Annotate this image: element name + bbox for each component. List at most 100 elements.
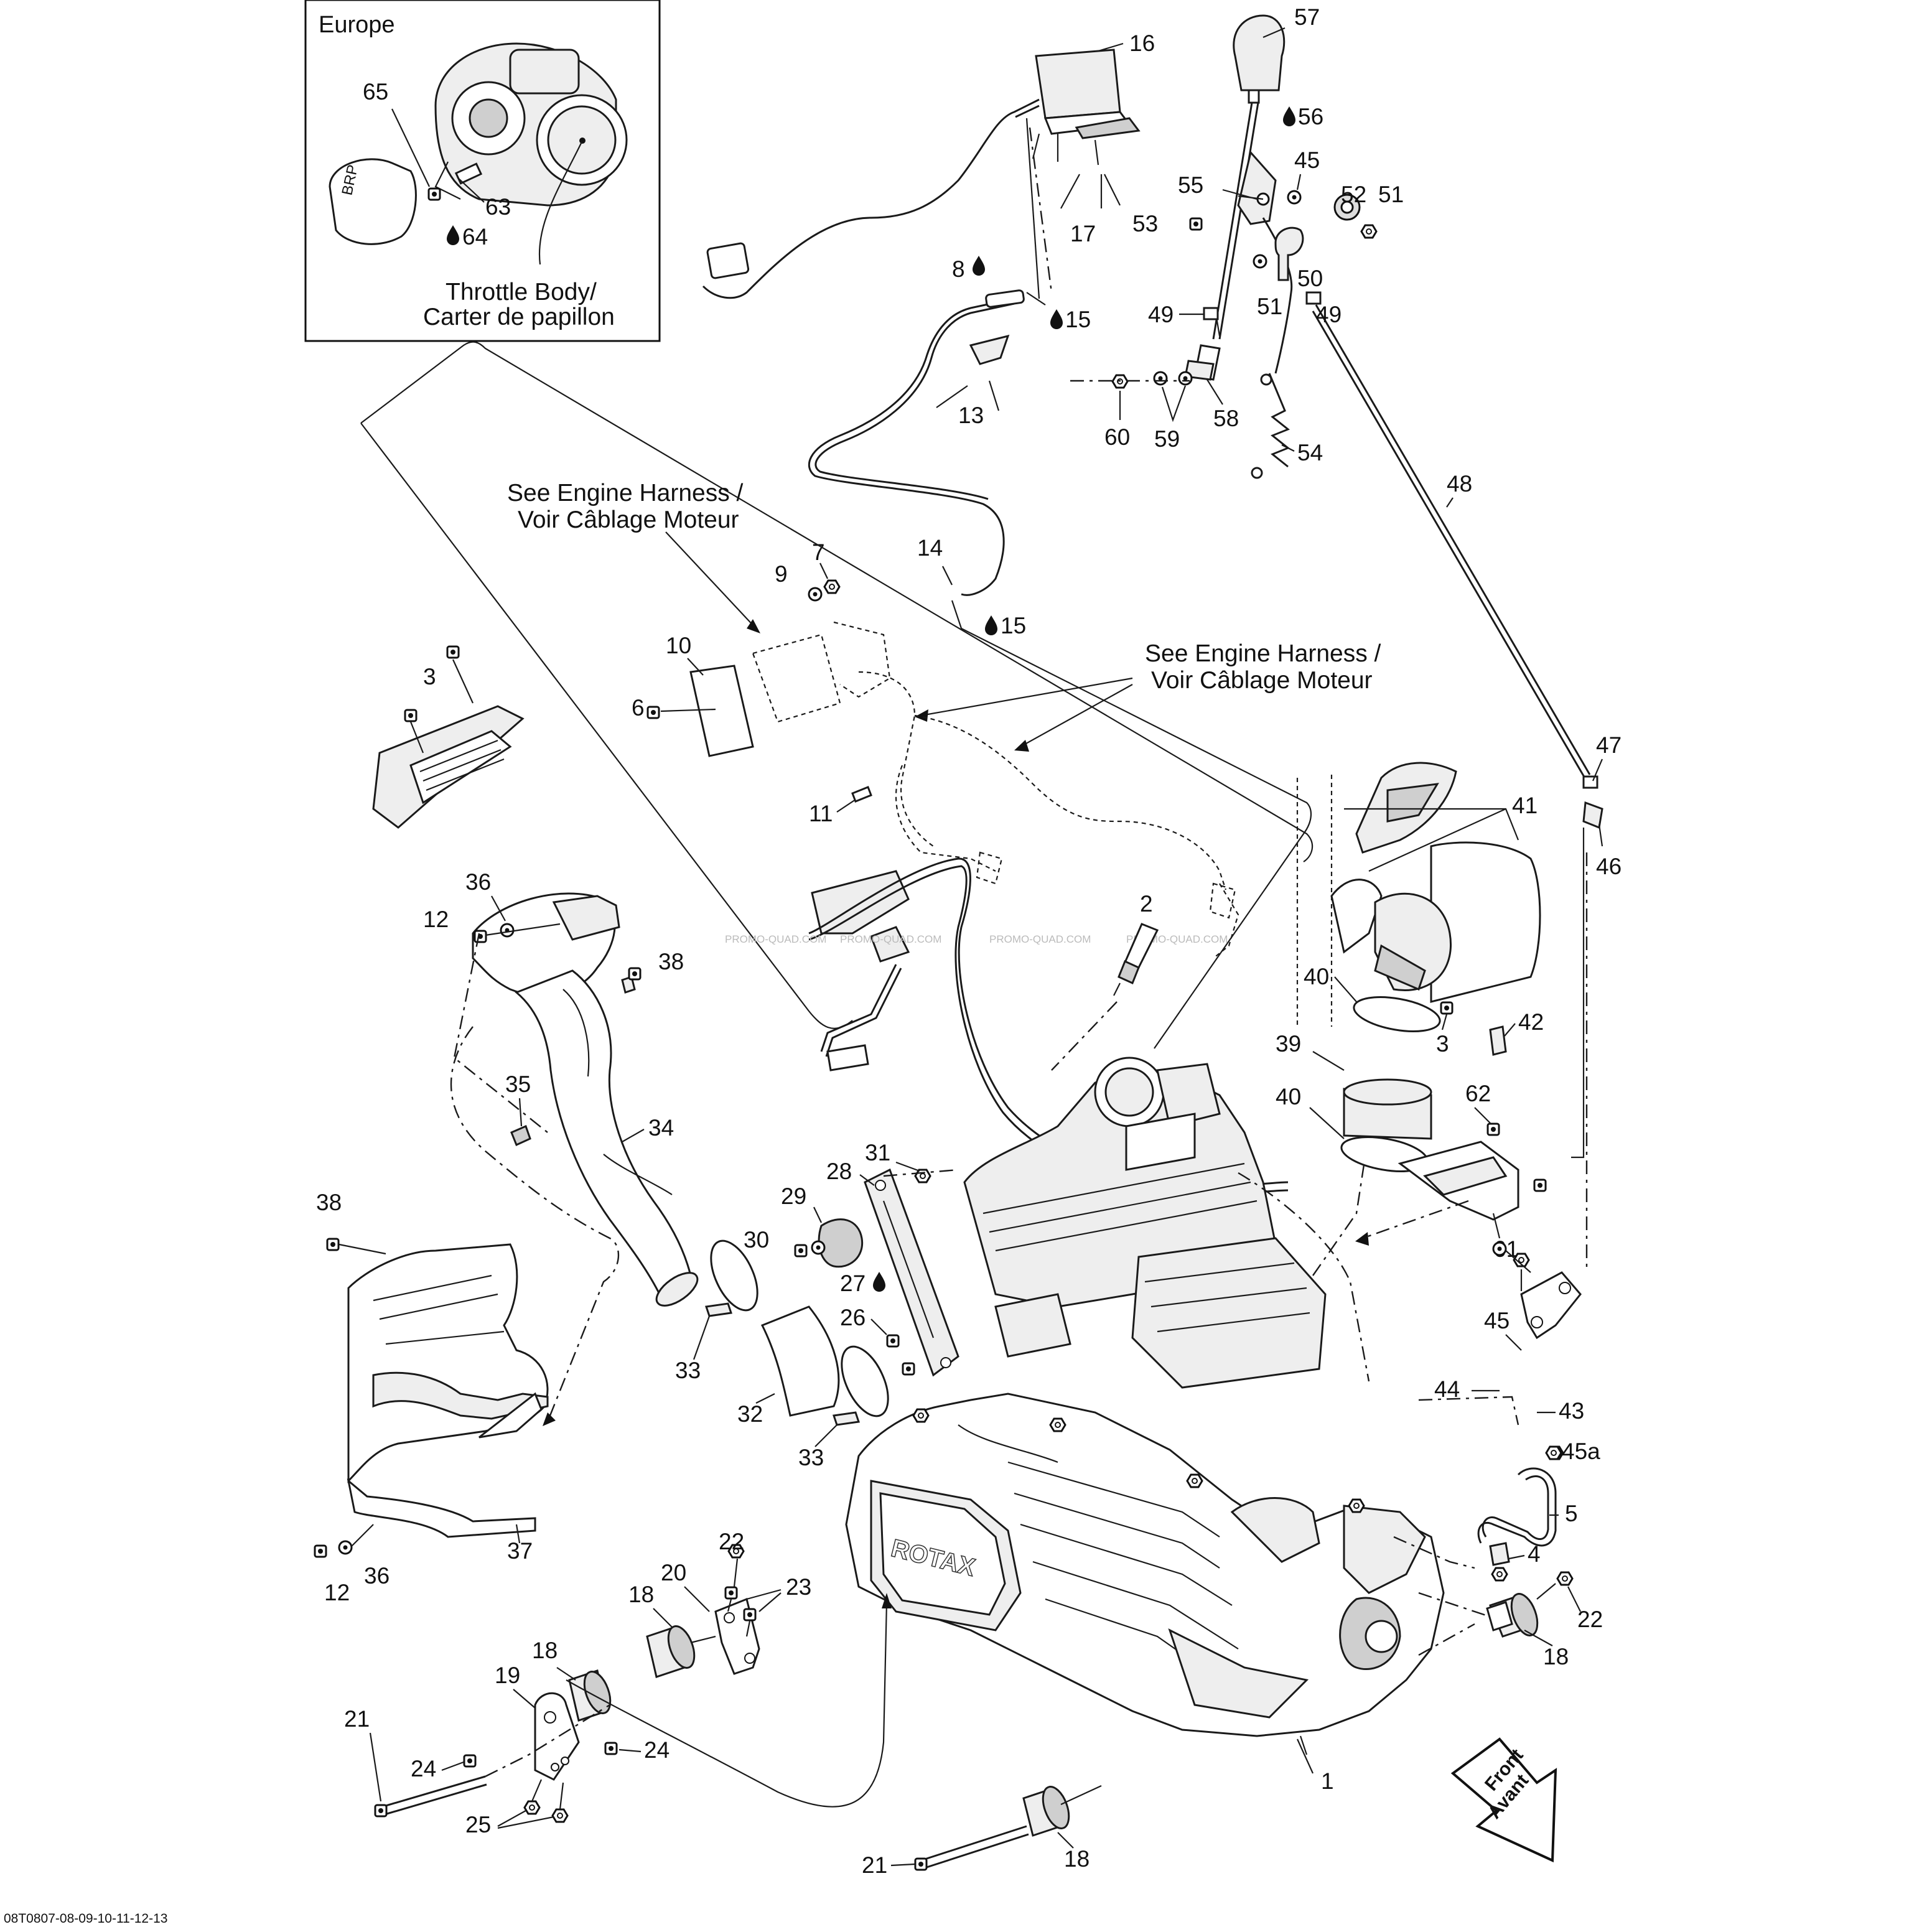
throttle-lever-group: 16 17 8 15 13 14 15 xyxy=(702,30,1312,1049)
spark-plug: 2 xyxy=(1051,891,1159,1071)
harness-note-2-line1: See Engine Harness / xyxy=(1145,640,1381,667)
callout-3a: 3 xyxy=(423,664,436,689)
callout-17: 17 xyxy=(1070,221,1096,246)
callout-1: 1 xyxy=(1321,1768,1334,1794)
callout-24a: 24 xyxy=(411,1756,436,1781)
callout-49b: 49 xyxy=(1316,302,1342,327)
callout-18b: 18 xyxy=(628,1582,654,1607)
callout-12a: 12 xyxy=(423,907,449,932)
callout-38a: 38 xyxy=(658,949,684,974)
callout-26: 26 xyxy=(840,1305,866,1330)
callout-36b: 36 xyxy=(364,1563,390,1589)
callout-28: 28 xyxy=(826,1159,852,1184)
callout-56: 56 xyxy=(1298,104,1323,129)
inset-caption-1: Throttle Body/ xyxy=(446,279,597,306)
callout-36a: 36 xyxy=(465,869,491,895)
shift-lever-group: 57 56 45 55 52 51 53 50 51 49 49 58 59 6… xyxy=(1070,4,1622,1269)
callout-16: 16 xyxy=(1129,30,1155,56)
callout-53: 53 xyxy=(1132,211,1158,236)
engine-block: ROTAX 1 xyxy=(845,1057,1519,1794)
shift-bracket-group: 45 44 43 45a 5 4 xyxy=(1434,1241,1600,1582)
callout-4: 4 xyxy=(1528,1541,1541,1567)
europe-inset: Europe BRP 65 63 64 Throttle Body/ Carte… xyxy=(304,0,661,342)
harness-notes: See Engine Harness / Voir Câblage Moteur… xyxy=(507,480,1381,752)
callout-39: 39 xyxy=(1276,1031,1301,1057)
callout-45a: 45 xyxy=(1294,147,1320,173)
callout-33a: 33 xyxy=(675,1358,701,1383)
callout-46: 46 xyxy=(1596,854,1622,879)
footer-code: 08T0807-08-09-10-11-12-13 xyxy=(4,1911,167,1926)
harness-note-1-line1: See Engine Harness / xyxy=(507,480,744,506)
callout-35: 35 xyxy=(505,1071,531,1097)
harness-note-2-line2: Voir Câblage Moteur xyxy=(1151,667,1373,694)
callout-18d: 18 xyxy=(1064,1846,1090,1872)
callout-21b: 21 xyxy=(862,1852,887,1878)
callout-2: 2 xyxy=(1140,891,1153,917)
callout-15a: 15 xyxy=(1065,307,1091,332)
harness-note-1-line2: Voir Câblage Moteur xyxy=(518,506,739,533)
callout-8: 8 xyxy=(952,256,965,282)
callout-20: 20 xyxy=(661,1560,686,1585)
callout-43: 43 xyxy=(1559,1398,1584,1424)
callout-41: 41 xyxy=(1512,793,1538,818)
callout-29: 29 xyxy=(781,1183,806,1209)
right-mount: 22 18 xyxy=(1486,1571,1603,1669)
callout-48: 48 xyxy=(1447,471,1472,497)
callout-58: 58 xyxy=(1213,406,1239,431)
callout-51b: 51 xyxy=(1257,294,1282,319)
callout-60: 60 xyxy=(1104,424,1130,450)
callout-14: 14 xyxy=(917,535,943,561)
callout-49a: 49 xyxy=(1148,302,1174,327)
callout-34: 34 xyxy=(648,1115,674,1141)
mount-bracket-group: 28 31 29 30 27 26 xyxy=(744,1140,959,1377)
airbox-group: 41 40 3 42 39 40 62 61 xyxy=(1276,762,1547,1262)
callout-47: 47 xyxy=(1596,732,1622,758)
callout-45b: 45 xyxy=(1484,1308,1510,1333)
callout-5: 5 xyxy=(1565,1501,1578,1526)
callout-7: 7 xyxy=(812,539,825,565)
callout-6: 6 xyxy=(632,695,645,721)
callout-13: 13 xyxy=(958,403,984,428)
left-mounts: 22 20 23 18 18 19 21 24 24 25 18 21 xyxy=(344,1529,1102,1878)
callout-23: 23 xyxy=(786,1574,811,1600)
callout-19: 19 xyxy=(495,1663,520,1688)
callout-40b: 40 xyxy=(1276,1084,1301,1109)
callout-54: 54 xyxy=(1297,440,1323,465)
callout-44: 44 xyxy=(1434,1376,1460,1402)
callout-12b: 12 xyxy=(324,1580,350,1605)
callout-22a: 22 xyxy=(1577,1607,1603,1632)
callout-15b: 15 xyxy=(1001,613,1026,638)
callout-64: 64 xyxy=(462,224,488,250)
callout-31: 31 xyxy=(865,1140,890,1165)
callout-40a: 40 xyxy=(1304,964,1329,989)
callout-57: 57 xyxy=(1294,4,1320,30)
callout-18a: 18 xyxy=(1543,1644,1569,1669)
callout-3b: 3 xyxy=(1436,1031,1449,1057)
callout-9: 9 xyxy=(775,561,788,587)
inset-title: Europe xyxy=(319,12,395,38)
callout-38b: 38 xyxy=(316,1190,342,1215)
callout-22b: 22 xyxy=(719,1529,744,1554)
callout-18c: 18 xyxy=(532,1638,558,1663)
callout-21a: 21 xyxy=(344,1706,370,1732)
callout-30: 30 xyxy=(744,1227,769,1253)
callout-45x: 45a xyxy=(1562,1439,1600,1464)
callout-50: 50 xyxy=(1297,266,1323,291)
inset-frame xyxy=(304,0,661,342)
duct-cover-group: 38 37 12 36 xyxy=(314,1190,549,1605)
callout-10: 10 xyxy=(666,633,691,658)
callout-59: 59 xyxy=(1154,426,1180,452)
callout-52: 52 xyxy=(1341,182,1366,207)
inset-caption-2: Carter de papillon xyxy=(423,304,615,330)
callout-65: 65 xyxy=(363,79,388,105)
callout-27: 27 xyxy=(840,1271,866,1296)
intake-duct-group: 36 12 38 35 34 xyxy=(423,869,699,1426)
watermark-2: PROMO-QUAD.COM xyxy=(840,933,941,945)
watermark-3: PROMO-QUAD.COM xyxy=(989,933,1091,945)
throttle-body-art: BRP xyxy=(329,42,628,245)
callout-24b: 24 xyxy=(644,1737,670,1763)
callout-42: 42 xyxy=(1518,1009,1544,1035)
front-direction-badge: Front Avant xyxy=(1450,1737,1557,1863)
callout-33b: 33 xyxy=(798,1445,824,1470)
